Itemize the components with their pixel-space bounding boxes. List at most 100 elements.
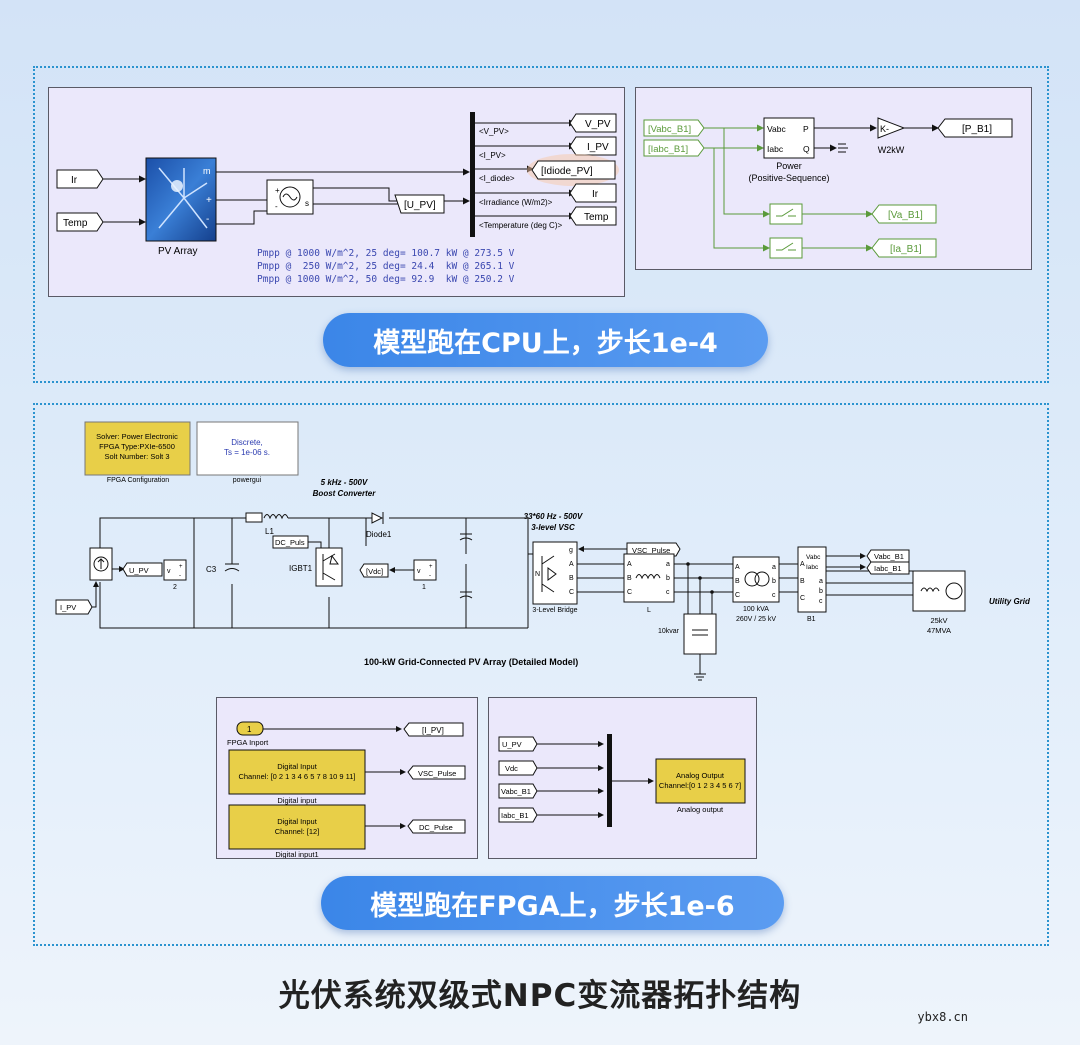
u-pv-goto[interactable]: U_PV <box>122 562 163 577</box>
fpga-config-block[interactable]: Solver: Power Electronic FPGA Type:PXIe-… <box>84 421 191 476</box>
fpga-section <box>33 403 1049 946</box>
controlled-voltage-source[interactable]: + - s <box>266 179 314 215</box>
gain-w2kw[interactable]: K- <box>877 117 906 139</box>
from-vabc-b1-fpga[interactable]: Vabc_B1 <box>498 783 538 799</box>
svg-text:N: N <box>535 571 540 578</box>
boost-label-2: Boost Converter <box>313 489 377 498</box>
current-measurement[interactable] <box>89 547 113 581</box>
selector-va[interactable] <box>769 203 803 225</box>
grid-label-2: 47MVA <box>927 626 951 635</box>
goto-iabc-b1[interactable]: Iabc_B1 <box>866 561 910 575</box>
svg-text:[Va_B1]: [Va_B1] <box>888 210 923 221</box>
bus-b1[interactable]: Vabc Iabc A B C a b c <box>797 546 827 613</box>
transformer-label-2: 260V / 25 kV <box>736 616 776 623</box>
goto-temp[interactable]: Temp <box>569 206 617 226</box>
goto-vabc-b1[interactable]: Vabc_B1 <box>866 549 910 563</box>
goto-p-b1[interactable]: [P_B1] <box>937 118 1013 138</box>
voltage-meter-2[interactable]: v + - <box>163 559 187 581</box>
ir-inport[interactable]: Ir <box>56 169 104 189</box>
goto-vsc-pulse[interactable]: VSC_Pulse <box>407 765 466 780</box>
selector-ia[interactable] <box>769 237 803 259</box>
model-title: 100-kW Grid-Connected PV Array (Detailed… <box>364 657 578 667</box>
three-level-bridge[interactable]: g A B C N <box>532 541 578 605</box>
from-vabc-b1[interactable]: [Vabc_B1] <box>643 119 705 137</box>
fpga-io-panel: 1 FPGA Inport [I_PV] Digital Input Chann… <box>216 697 478 859</box>
svg-text:v: v <box>167 568 171 575</box>
choke-label: L <box>647 607 651 614</box>
grid-source[interactable] <box>912 570 966 612</box>
pv-array-diagram: Ir Temp m + - PV Array + - s [U_PV] <V_P… <box>56 112 619 285</box>
i-pv-from[interactable]: I_PV <box>55 599 93 615</box>
goto-idiode-pv[interactable]: [Idiode_PV] <box>527 154 619 186</box>
svg-text:+: + <box>275 186 280 195</box>
power-label: Power <box>776 161 802 171</box>
powergui-block[interactable]: Discrete, Ts = 1e-06 s. <box>196 421 299 476</box>
svg-text:I_PV: I_PV <box>60 603 76 612</box>
temp-inport[interactable]: Temp <box>56 212 104 232</box>
svg-text:Solver: Power Electronic: Solver: Power Electronic <box>96 432 178 441</box>
from-vdc[interactable]: Vdc <box>498 760 538 776</box>
transformer-label-1: 100 kVA <box>743 606 769 613</box>
choke-l[interactable]: ABC abc <box>623 553 675 603</box>
dc-pulse-from[interactable]: DC_Puls <box>272 535 309 549</box>
svg-text:U_PV: U_PV <box>129 566 149 575</box>
digital-input-block[interactable]: Digital Input Channel: [0 2 1 3 4 6 5 7 … <box>228 749 366 795</box>
svg-text:a: a <box>772 564 776 571</box>
fpga-inport[interactable]: 1 <box>236 721 264 736</box>
svg-text:A: A <box>569 561 574 568</box>
svg-text:-: - <box>179 573 181 579</box>
capacitor-c3[interactable] <box>224 563 240 572</box>
mux-bar[interactable] <box>607 734 612 827</box>
goto-i-pv[interactable]: I_PV <box>569 136 617 156</box>
svg-text:Vdc: Vdc <box>505 764 518 773</box>
capacitor-bank[interactable] <box>683 613 717 655</box>
svg-text:B: B <box>627 575 632 582</box>
fpga-config-label: FPGA Configuration <box>107 477 169 484</box>
digital-input1-block[interactable]: Digital Input Channel: [12] <box>228 804 366 850</box>
goto-dc-pulse[interactable]: DC_Pulse <box>407 819 466 834</box>
u-pv-from-tag[interactable]: [U_PV] <box>394 194 445 214</box>
svg-text:DC_Pulse: DC_Pulse <box>419 823 453 832</box>
pv-array-model-panel: Ir Temp m + - PV Array + - s [U_PV] <V_P… <box>48 87 625 297</box>
svg-text:a: a <box>819 578 823 585</box>
svg-text:-: - <box>275 202 278 211</box>
svg-text:[U_PV]: [U_PV] <box>404 200 436 211</box>
goto-ir[interactable]: Ir <box>569 183 617 203</box>
goto-v-pv[interactable]: V_PV <box>569 113 617 133</box>
power-block[interactable]: Vabc Iabc P Q <box>763 117 815 159</box>
analog-output-block[interactable]: Analog Output Channel:[0 1 2 3 4 5 6 7] <box>655 758 746 804</box>
pv-array-block[interactable]: m + - <box>145 157 217 242</box>
voltage-meter-1[interactable]: v + - <box>413 559 437 581</box>
svg-text:Pmpp @ 1000 W/m^2, 25 deg= 100: Pmpp @ 1000 W/m^2, 25 deg= 100.7 kW @ 27… <box>257 248 515 259</box>
svg-text:[Vdc]: [Vdc] <box>366 567 383 576</box>
transformer[interactable]: ABC abc <box>732 556 780 603</box>
svg-text:C: C <box>735 592 740 599</box>
diode-1[interactable] <box>371 512 384 524</box>
igbt-1[interactable] <box>315 547 343 587</box>
inductor-l1[interactable] <box>245 512 289 523</box>
svg-text:c: c <box>666 589 670 596</box>
from-u-pv[interactable]: U_PV <box>498 736 538 752</box>
svg-text:Iabc_B1: Iabc_B1 <box>501 811 529 820</box>
svg-text:A: A <box>627 561 632 568</box>
svg-text:A: A <box>800 561 805 568</box>
powergui-label: powergui <box>233 477 262 484</box>
from-iabc-b1-fpga[interactable]: Iabc_B1 <box>498 807 538 823</box>
goto-va-b1[interactable]: [Va_B1] <box>871 204 937 224</box>
cpu-section <box>33 66 1049 383</box>
svg-text:B: B <box>800 578 805 585</box>
from-iabc-b1[interactable]: [Iabc_B1] <box>643 139 705 157</box>
svg-text:Vabc: Vabc <box>767 124 786 134</box>
terminator-q <box>838 143 848 153</box>
svg-text:FPGA Type:PXIe-6500: FPGA Type:PXIe-6500 <box>99 442 175 451</box>
goto-i-pv-fpga[interactable]: [I_PV] <box>403 722 464 737</box>
svg-text:I_PV: I_PV <box>587 142 609 153</box>
svg-text:-: - <box>429 573 431 579</box>
pmpp-annotation: Pmpp @ 1000 W/m^2, 25 deg= 100.7 kW @ 27… <box>257 248 515 285</box>
bridge-label: 3-Level Bridge <box>532 607 577 614</box>
vdc-goto[interactable]: [Vdc] <box>359 563 389 578</box>
grid-connected-pv-diagram: Solver: Power Electronic FPGA Type:PXIe-… <box>55 421 1031 681</box>
svg-text:Temp: Temp <box>584 212 609 223</box>
bus-selector[interactable] <box>470 112 475 237</box>
goto-ia-b1[interactable]: [Ia_B1] <box>871 238 937 258</box>
